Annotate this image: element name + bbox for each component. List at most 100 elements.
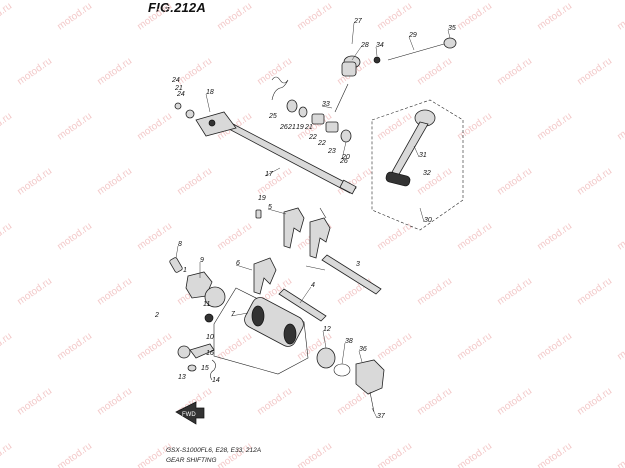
watermark-text: motod.ru — [415, 276, 454, 308]
callout-33: 33 — [322, 101, 330, 108]
washers-bushes — [286, 99, 352, 143]
callout-2: 2 — [154, 312, 159, 319]
leader-line — [447, 29, 451, 39]
watermark-text: motod.ru — [95, 166, 134, 198]
watermark-text: motod.ru — [615, 111, 625, 143]
leader-line — [230, 312, 249, 317]
watermark-text: motod.ru — [95, 386, 134, 418]
watermark-text: motod.ru — [15, 56, 54, 88]
watermark-text: motod.ru — [15, 166, 54, 198]
leader-line — [358, 350, 363, 363]
watermark-text: motod.ru — [495, 386, 534, 418]
callout-38: 38 — [345, 338, 353, 345]
watermark-text: motod.ru — [375, 221, 414, 253]
watermark-text: motod.ru — [0, 111, 14, 143]
watermark-text: motod.ru — [455, 221, 494, 253]
watermark-text: motod.ru — [215, 221, 254, 253]
callout-29: 29 — [408, 32, 417, 39]
watermark-text: motod.ru — [55, 111, 94, 143]
callout-26: 26 — [279, 124, 288, 131]
callout-20: 20 — [341, 154, 350, 161]
leader-line — [267, 208, 287, 215]
stopper-lever-group — [177, 343, 216, 381]
gearshift-cam-drum — [244, 297, 304, 347]
callout-1: 1 — [183, 267, 187, 274]
watermark-text: motod.ru — [255, 386, 294, 418]
leader-line — [205, 93, 211, 113]
fwd-label: FWD — [182, 412, 196, 418]
callout-18: 18 — [206, 89, 214, 96]
watermark-text: motod.ru — [455, 111, 494, 143]
watermark-text: motod.ru — [55, 1, 94, 33]
figure-title: FIG.212A — [148, 0, 206, 15]
shift-arm — [174, 102, 237, 137]
watermark-text: motod.ru — [135, 1, 174, 33]
watermark-text: motod.ru — [215, 441, 254, 468]
callout-17: 17 — [265, 171, 274, 178]
callout-21: 21 — [287, 124, 296, 131]
watermark-text: motod.ru — [495, 276, 534, 308]
watermark-text: motod.ru — [55, 331, 94, 363]
leader-line — [351, 22, 355, 45]
watermark-text: motod.ru — [375, 331, 414, 363]
watermark-text: motod.ru — [415, 56, 454, 88]
watermark-text: motod.ru — [215, 331, 254, 363]
bolt-33 — [334, 83, 349, 113]
watermark-text: motod.ru — [0, 221, 14, 253]
watermark-text: motod.ru — [535, 111, 574, 143]
watermark-text: motod.ru — [95, 276, 134, 308]
watermark-text: motod.ru — [0, 441, 14, 468]
watermark-text: motod.ru — [375, 441, 414, 468]
callout-37: 37 — [377, 413, 386, 420]
leader-line — [264, 167, 281, 177]
callout-26: 26 — [339, 158, 348, 165]
watermark-text: motod.ru — [375, 111, 414, 143]
callout-10: 10 — [206, 334, 214, 341]
leader-line — [371, 407, 378, 419]
callout-24: 24 — [171, 77, 180, 84]
leader-line — [341, 141, 347, 160]
watermark-text: motod.ru — [0, 1, 14, 33]
watermark-text: motod.ru — [575, 386, 614, 418]
pedal-group-box — [371, 99, 464, 231]
callout-21: 21 — [174, 85, 183, 92]
drum-bearing-group — [316, 347, 385, 413]
watermark-text: motod.ru — [535, 441, 574, 468]
watermark-text: motod.ru — [455, 441, 494, 468]
leader-line — [375, 46, 378, 57]
watermark-text: motod.ru — [15, 276, 54, 308]
callout-13: 13 — [178, 374, 186, 381]
callout-24: 24 — [176, 91, 185, 98]
callout-36: 36 — [359, 346, 367, 353]
leader-line — [341, 342, 346, 365]
watermark-text: motod.ru — [95, 56, 134, 88]
leader-line — [351, 46, 362, 61]
gearshift-shaft — [226, 123, 357, 195]
callout-30: 30 — [424, 217, 432, 224]
watermark-text: motod.ru — [0, 331, 14, 363]
watermark-text: motod.ru — [15, 386, 54, 418]
callout-15: 15 — [201, 365, 209, 372]
watermark-text: motod.ru — [135, 331, 174, 363]
callout-6: 6 — [236, 260, 240, 267]
callout-16: 16 — [206, 350, 214, 357]
fwd-arrow — [175, 401, 205, 425]
drum-group-box — [213, 287, 309, 375]
watermark-text: motod.ru — [535, 1, 574, 33]
watermark-text: motod.ru — [575, 166, 614, 198]
figure-caption: GEAR SHIFTING — [166, 457, 217, 464]
watermark-text: motod.ru — [135, 221, 174, 253]
callout-35: 35 — [448, 25, 456, 32]
watermark-text: motod.ru — [455, 331, 494, 363]
watermark-text: motod.ru — [495, 56, 534, 88]
watermark-text: motod.ru — [455, 1, 494, 33]
callout-14: 14 — [212, 377, 220, 384]
watermark-text: motod.ru — [295, 1, 334, 33]
stopper-parts — [169, 257, 226, 323]
fork-shafts — [278, 254, 382, 322]
watermark-text: motod.ru — [495, 166, 534, 198]
watermark-text: motod.ru — [135, 111, 174, 143]
leader-line — [235, 264, 253, 271]
watermark-text: motod.ru — [375, 1, 414, 33]
